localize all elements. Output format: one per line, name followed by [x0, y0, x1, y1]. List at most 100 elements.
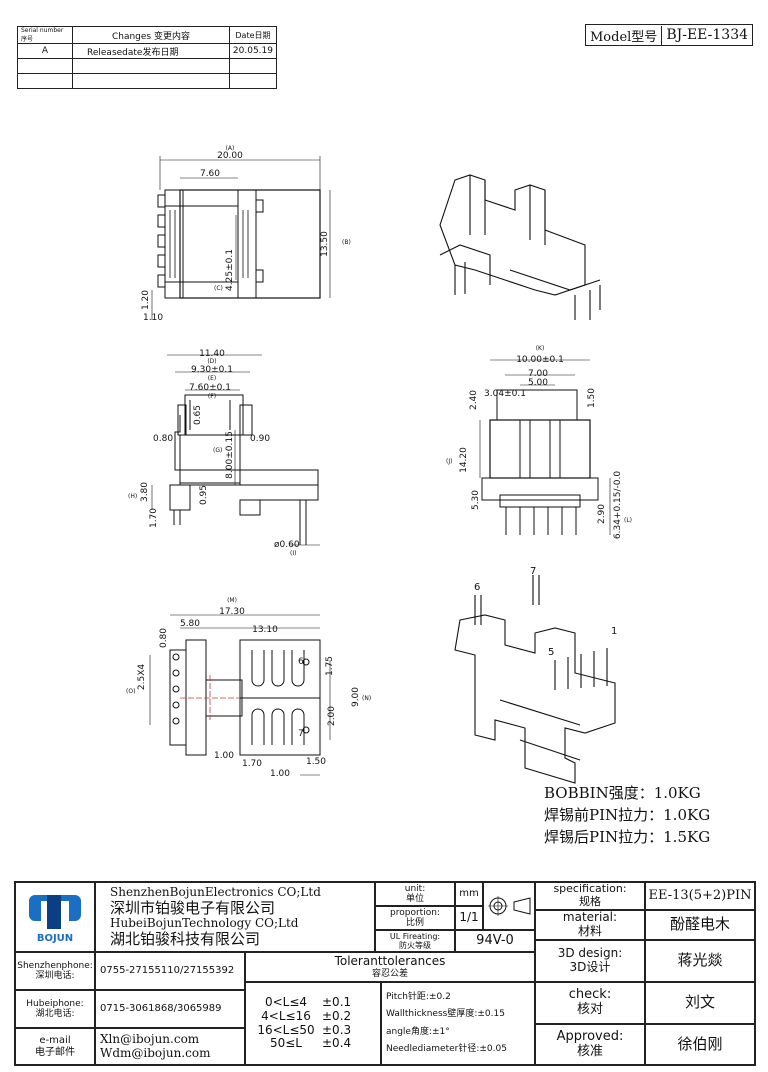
- pin-label-7: 7: [298, 729, 304, 739]
- dim-value: 1.20: [141, 290, 151, 310]
- dim-value: 10.00±0.1: [516, 355, 564, 365]
- iso-pin-label: 1: [611, 626, 617, 637]
- tol-range: 16<L≤50: [257, 1022, 315, 1037]
- company2-en: HubeiBojunTechnology CO;Ltd: [110, 916, 299, 930]
- dim-value: 13.10: [252, 625, 278, 635]
- sz-phone: 0755-27155110/27155392: [95, 952, 245, 990]
- dim-value: 2.5X4: [137, 664, 147, 690]
- approved-label: Approved: 核准: [535, 1024, 645, 1065]
- design-label: 3D design: 3D设计: [535, 940, 645, 982]
- dim-value: 8.00±0.15: [225, 431, 235, 479]
- unit-value: mm: [455, 882, 483, 906]
- notes: BOBBIN强度：1.0KG 焊锡前PIN拉力：1.0KG 焊锡后PIN拉力：1…: [544, 782, 710, 848]
- dimension-labels: (A) 20.00 7.60 13.50 (B) 4.25±0.1 (C) 1.…: [126, 145, 632, 779]
- dim-value: 1.10: [143, 313, 163, 323]
- ul-value: 94V-0: [455, 930, 535, 952]
- hb-phone-label: Hubeiphone: 湖北电话:: [15, 990, 95, 1028]
- dim-value: 1.00: [270, 769, 290, 779]
- logo-text: BOJUN: [37, 933, 73, 943]
- material-label: material: 材料: [535, 910, 645, 940]
- dim-label: (G): [213, 447, 222, 454]
- bojun-logo-icon: BOJUN: [29, 895, 81, 943]
- dim-value: 2.00: [327, 706, 337, 726]
- tolerance-table: 0<L≤4±0.1 4<L≤16±0.2 16<L≤50±0.3 50≤L±0.…: [245, 982, 381, 1065]
- dim-value: ø0.60: [274, 540, 300, 550]
- model-value: BJ-EE-1334: [666, 27, 749, 43]
- rev-serial: [17, 73, 73, 89]
- pin-label-6: 6: [298, 657, 304, 667]
- model-box: Model型号 BJ-EE-1334: [585, 24, 754, 46]
- dim-value: 6.34+0.15/-0.0: [613, 471, 623, 539]
- dim-label: (O): [126, 688, 135, 695]
- dim-label: (M): [227, 597, 237, 604]
- iso-pin-label: 6: [474, 582, 480, 593]
- dim-value: 1.50: [306, 757, 326, 767]
- side-view: [151, 354, 320, 546]
- tolerance-title: Toleranttolerances 容忍公差: [245, 952, 535, 982]
- approved-value: 徐伯刚: [645, 1024, 755, 1065]
- dim-label: (D): [207, 358, 216, 365]
- iso-pin-label: 7: [530, 566, 536, 577]
- tol-range: 50≤L: [269, 1036, 302, 1051]
- dim-value: 9.30±0.1: [191, 365, 233, 375]
- dim-value: 14.20: [459, 447, 469, 473]
- check-label: check: 核对: [535, 982, 645, 1024]
- check-value: 刘文: [645, 982, 755, 1024]
- sz-phone-label: Shenzhenphone: 深圳电话:: [15, 952, 95, 990]
- dim-value: 0.95: [199, 485, 209, 505]
- proportion-value: 1/1: [455, 906, 483, 930]
- dim-value: 5.30: [471, 490, 481, 510]
- model-label: Model型号: [586, 25, 663, 45]
- tol-value: ±0.1: [322, 994, 352, 1009]
- tol-pitch: Pitch针距:±0.2: [386, 992, 451, 1003]
- dim-value: 17.30: [219, 607, 245, 617]
- tol-range: 0<L≤4: [264, 994, 308, 1009]
- dim-label: (I): [290, 550, 296, 557]
- dim-value: 1.75: [325, 656, 335, 676]
- top-view: [151, 156, 331, 320]
- dim-value: 7.60±0.1: [189, 383, 231, 393]
- iso-pin-label: 5: [548, 647, 554, 658]
- dim-value: 9.00: [351, 687, 361, 707]
- tol-value: ±0.3: [322, 1022, 352, 1037]
- dim-value: 2.90: [597, 504, 607, 524]
- proportion-label: proportion: 比例: [375, 906, 455, 930]
- note-bobbin: BOBBIN强度：1.0KG: [544, 784, 701, 802]
- note-pin-after: 焊锡后PIN拉力：1.5KG: [544, 828, 711, 846]
- dim-label: (A): [226, 145, 235, 152]
- drawing-sheet: (A) 20.00 7.60 13.50 (B) 4.25±0.1 (C) 1.…: [126, 145, 632, 784]
- dim-value: 3.80: [140, 482, 150, 502]
- title-block: BOJUN ShenzhenBojunElectronics CO;Ltd 深圳…: [14, 881, 756, 1066]
- company2-cn: 湖北铂骏科技有限公司: [110, 929, 261, 948]
- dim-value: 4.25±0.1: [225, 249, 235, 291]
- dim-label: (F): [208, 393, 216, 400]
- dim-value: 20.00: [217, 151, 243, 161]
- note-pin-before: 焊锡前PIN拉力：1.0KG: [544, 806, 711, 824]
- dim-label: (H): [128, 493, 137, 500]
- dim-value: 0.80: [153, 434, 173, 444]
- material-value: 酚醛电木: [645, 910, 755, 940]
- projection-icon: [488, 896, 531, 916]
- company-cn: 深圳市铂骏电子有限公司: [110, 898, 276, 917]
- email-2: Wdm@ibojun.com: [100, 1045, 211, 1060]
- hb-phone: 0715-3061868/3065989: [95, 990, 245, 1028]
- revision-table: Serial number序号 Changes 变更内容 Date日期 A Re…: [17, 26, 278, 89]
- dim-value: 0.80: [159, 628, 169, 648]
- company-en: ShenzhenBojunElectronics CO;Ltd: [110, 884, 321, 899]
- dim-value: 3.04±0.1: [484, 389, 526, 399]
- dim-value: 0.65: [193, 405, 203, 425]
- iso-view-bottom: [454, 575, 616, 784]
- dim-value: 2.40: [469, 390, 479, 410]
- email-box: Xln@ibojun.com Wdm@ibojun.com: [95, 1028, 245, 1065]
- tol-value: ±0.4: [322, 1036, 352, 1051]
- dim-label: (C): [214, 285, 223, 292]
- dim-value: 1.70: [149, 508, 159, 528]
- dim-value: 5.80: [180, 619, 200, 629]
- dim-value: 7.60: [200, 169, 220, 179]
- dim-label: (N): [362, 695, 371, 702]
- dim-value: 7.00: [528, 369, 548, 379]
- tol-title-en: Toleranttolerances: [334, 953, 446, 968]
- bottom-view: [149, 614, 331, 776]
- tol-wall: Wallthickness壁厚度:±0.15: [386, 1009, 505, 1020]
- dim-value: 1.00: [214, 751, 234, 761]
